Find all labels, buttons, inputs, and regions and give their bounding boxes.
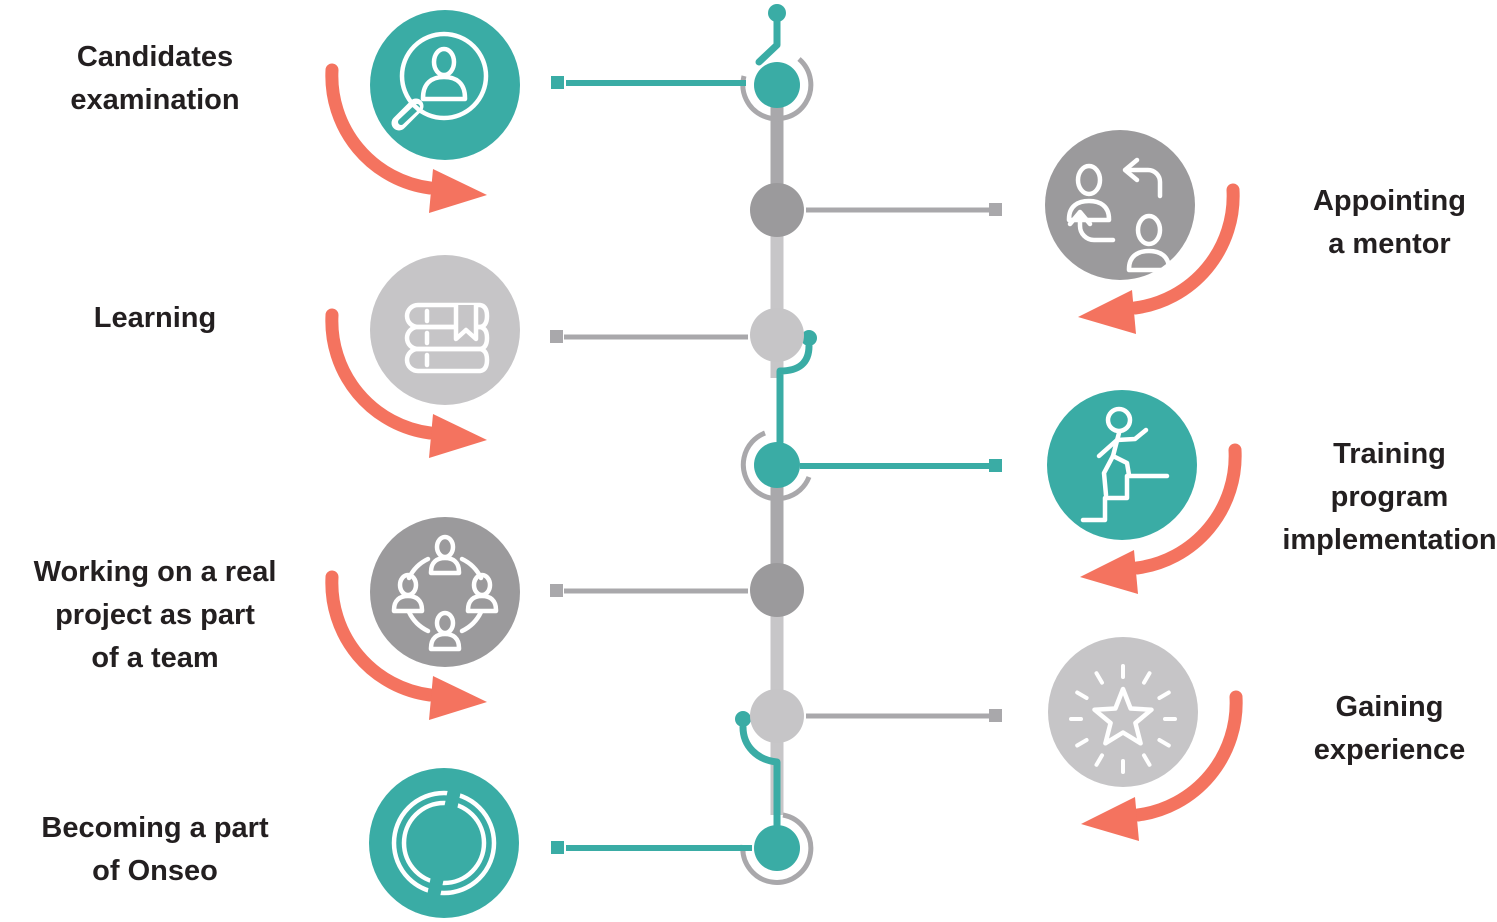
label-line: experience [1313, 734, 1466, 766]
label-line: Candidates [76, 41, 234, 73]
label-line: Learning [93, 302, 217, 334]
node-rings [740, 57, 814, 885]
label-line: Becoming a part [41, 812, 269, 844]
label-line: Gaining [1335, 691, 1444, 723]
timeline-node-2 [750, 183, 804, 237]
step-1-icon-circle [370, 10, 520, 160]
timeline-node-5 [750, 563, 804, 617]
timeline-node-3 [750, 308, 804, 362]
swoosh-arrow-right-1 [1078, 183, 1240, 334]
connectors [550, 76, 1002, 854]
swoosh-arrow-left-2 [325, 308, 487, 458]
label-line: a mentor [1328, 228, 1451, 260]
star-rays-icon [1069, 664, 1177, 774]
books-icon [404, 302, 490, 374]
magnifier-person-icon [391, 31, 489, 131]
step-7-icon-circle [369, 768, 519, 918]
timeline-node-1 [754, 62, 800, 108]
label-line: program [1330, 481, 1449, 513]
label-line: project as part [55, 599, 255, 631]
swoosh-arrow-left-3 [325, 570, 487, 720]
people-exchange-icon [1066, 157, 1172, 273]
swoosh-arrow-right-3 [1081, 690, 1243, 841]
label-line: examination [70, 84, 240, 116]
step-label-5: Working on a real project as part of a t… [0, 551, 310, 680]
label-line: implementation [1282, 524, 1497, 556]
step-6-icon-circle [1048, 637, 1198, 787]
step-label-2: Appointing a mentor [1282, 180, 1497, 266]
label-line: Appointing [1312, 185, 1466, 217]
swoosh-arrow-right-2 [1080, 443, 1242, 594]
step-2-icon-circle [1045, 130, 1195, 280]
swoosh-arrows [325, 63, 1243, 841]
step-label-7: Becoming a part of Onseo [10, 807, 300, 893]
step-label-1: Candidates examination [15, 36, 295, 122]
step-label-4: Training program implementation [1282, 433, 1497, 562]
swoosh-arrow-left-1 [325, 63, 487, 213]
team-network-icon [391, 534, 499, 652]
step-label-3: Learning [15, 297, 295, 340]
timeline-node-4 [754, 442, 800, 488]
person-climbing-stairs-icon [1080, 406, 1170, 523]
timeline-node-6 [750, 689, 804, 743]
label-line: Working on a real [33, 556, 277, 588]
label-line: of a team [91, 642, 219, 674]
step-4-icon-circle [1047, 390, 1197, 540]
concentric-rings-logo-icon [391, 776, 497, 910]
timeline-node-7 [754, 825, 800, 871]
timeline-nodes [750, 62, 804, 871]
label-line: Training [1333, 438, 1446, 470]
step-label-6: Gaining experience [1282, 686, 1497, 772]
timeline-accent-path [735, 4, 817, 829]
step-5-icon-circle [370, 517, 520, 667]
step-3-icon-circle [370, 255, 520, 405]
label-line: of Onseo [92, 855, 218, 887]
